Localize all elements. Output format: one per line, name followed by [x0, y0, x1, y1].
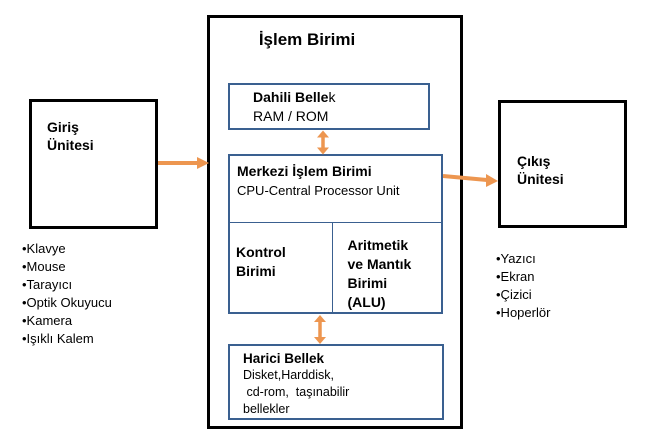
cpu-header: Merkezi İşlem Birimi CPU-Central Process… — [230, 156, 441, 223]
internal-memory-subtitle: RAM / ROM — [253, 108, 329, 124]
cpu-box: Merkezi İşlem Birimi CPU-Central Process… — [228, 154, 443, 314]
external-memory-box: Harici Bellek Disket,Harddisk, cd-rom, t… — [228, 344, 444, 420]
input-device-list: •Klavye•Mouse•Tarayıcı•Optik Okuyucu•Kam… — [22, 241, 112, 346]
arrow-input-to-processor — [158, 155, 210, 171]
arrow-cpu-to-output — [443, 169, 499, 189]
processing-unit-title: İşlem Birimi — [258, 30, 356, 49]
internal-memory-box: Dahili Bellek RAM / ROM — [228, 83, 430, 130]
cpu-subtitle: CPU-Central Processor Unit — [237, 183, 400, 198]
external-memory-title: Harici Bellek — [243, 351, 325, 366]
output-device-list: •Yazıcı•Ekran•Çizici•Hoperlör — [496, 251, 551, 320]
internal-memory-title: Dahili Bellek — [253, 88, 428, 107]
arrow-internal-memory-cpu-bidirectional — [315, 130, 331, 155]
arrow-cpu-external-memory-bidirectional — [312, 314, 328, 345]
processing-unit-frame — [207, 15, 463, 429]
cpu-title: Merkezi İşlem Birimi — [237, 163, 372, 179]
internal-memory-title-rest: k — [328, 89, 336, 105]
internal-memory-title-bold: Dahili Belle — [253, 89, 329, 105]
